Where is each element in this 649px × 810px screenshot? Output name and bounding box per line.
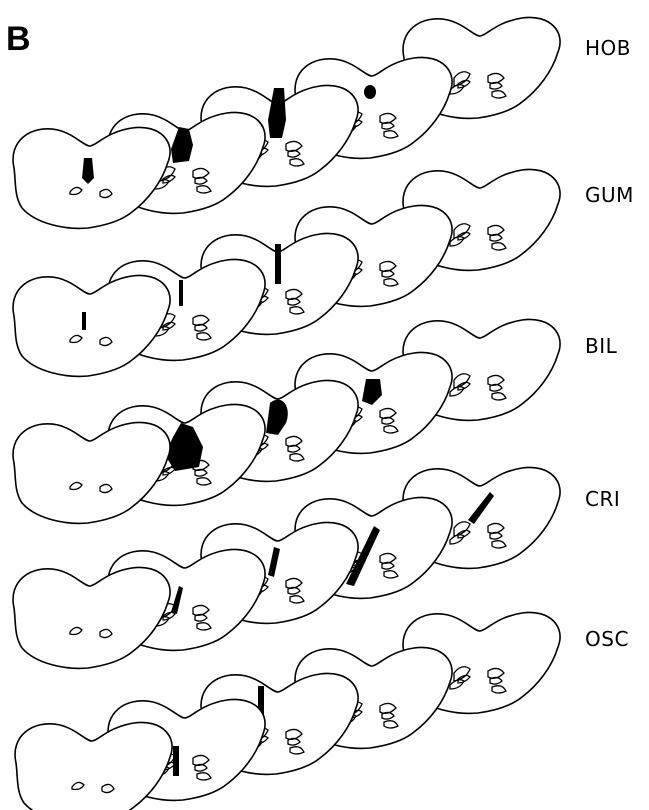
lesion-mark: [268, 88, 286, 138]
section-bil-1: [13, 422, 170, 523]
section-gum-1: [13, 275, 170, 376]
section-cri-1: [13, 567, 170, 668]
lesion-mark: [179, 280, 183, 306]
lesion-mark: [173, 746, 179, 776]
lesion-mark: [275, 244, 281, 284]
section-hob-1: [13, 127, 170, 228]
lesion-mark: [364, 85, 376, 99]
lesion-mark: [82, 312, 86, 330]
